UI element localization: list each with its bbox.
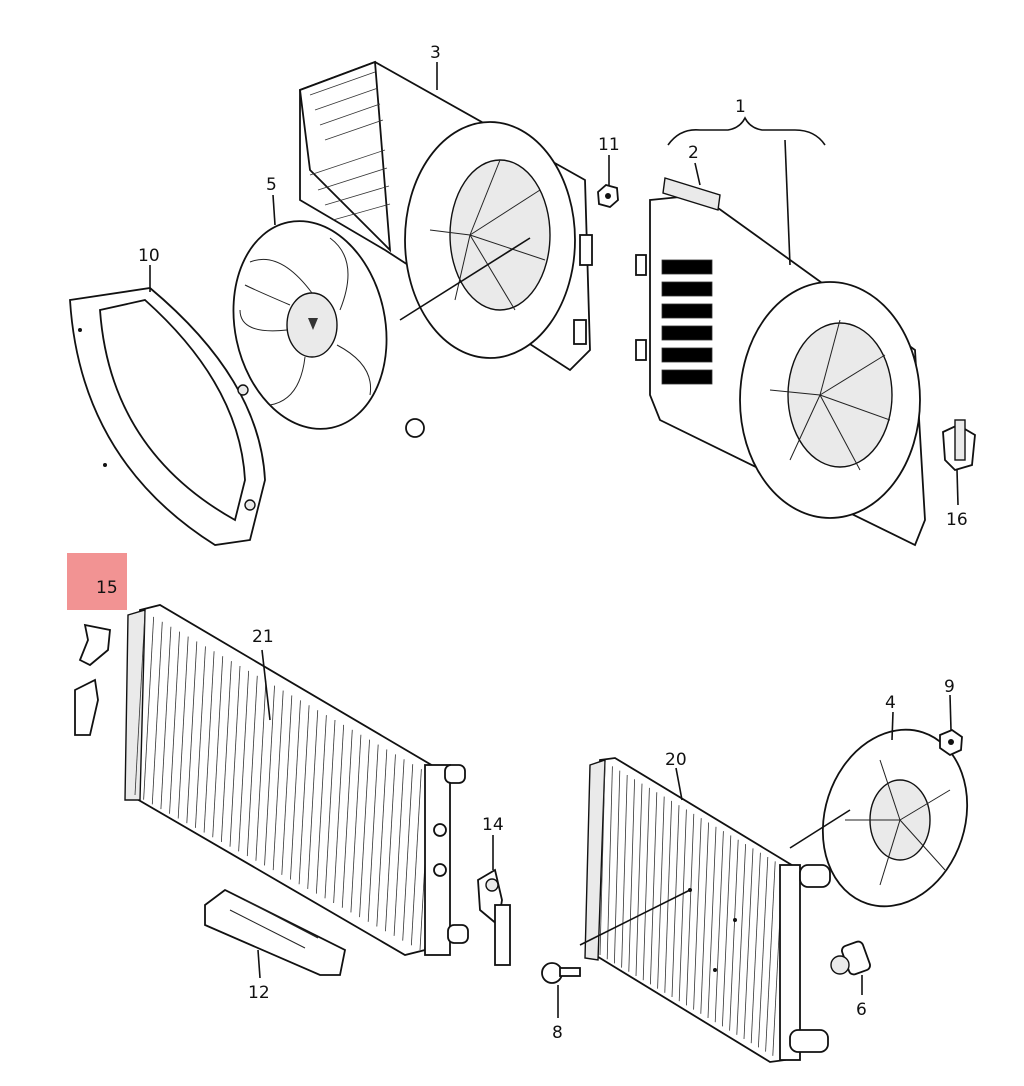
callout-16: 16 <box>946 510 968 530</box>
part-9-nut <box>939 728 963 757</box>
callout-1: 1 <box>735 97 746 117</box>
part-5-fan <box>232 220 425 438</box>
callout-labels: 3 1 11 2 5 10 16 15 21 9 4 20 14 12 6 8 <box>96 43 968 1043</box>
part-8-screw <box>541 962 581 984</box>
leader-lines <box>149 62 959 1018</box>
callout-4: 4 <box>885 693 896 713</box>
part-12-air-guide <box>204 888 347 976</box>
callout-21: 21 <box>252 627 274 647</box>
callout-2: 2 <box>688 143 699 163</box>
callout-11: 11 <box>598 135 620 155</box>
callout-14: 14 <box>482 815 504 835</box>
callout-12: 12 <box>248 983 270 1003</box>
callout-9: 9 <box>944 677 955 697</box>
part-14-bracket <box>477 868 511 966</box>
part-11-nut <box>597 184 619 208</box>
part-1-fan-assembly <box>635 194 926 547</box>
part-21-condenser <box>124 604 469 956</box>
part-4-aux-fan <box>821 728 969 908</box>
callout-20: 20 <box>665 750 687 770</box>
callout-10: 10 <box>138 246 160 266</box>
part-15-clip <box>74 623 111 736</box>
callout-6: 6 <box>856 1000 867 1020</box>
part-20-radiator <box>584 757 831 1063</box>
part-10-shroud-ring <box>69 287 266 546</box>
callout-15-highlight <box>67 553 127 610</box>
callout-5: 5 <box>266 175 277 195</box>
part-2-strip <box>662 177 721 211</box>
part-16-bracket <box>942 419 976 472</box>
callout-3: 3 <box>430 43 441 63</box>
part-6-grommet <box>830 940 871 976</box>
callout-15: 15 <box>96 578 118 598</box>
callout-8: 8 <box>552 1023 563 1043</box>
